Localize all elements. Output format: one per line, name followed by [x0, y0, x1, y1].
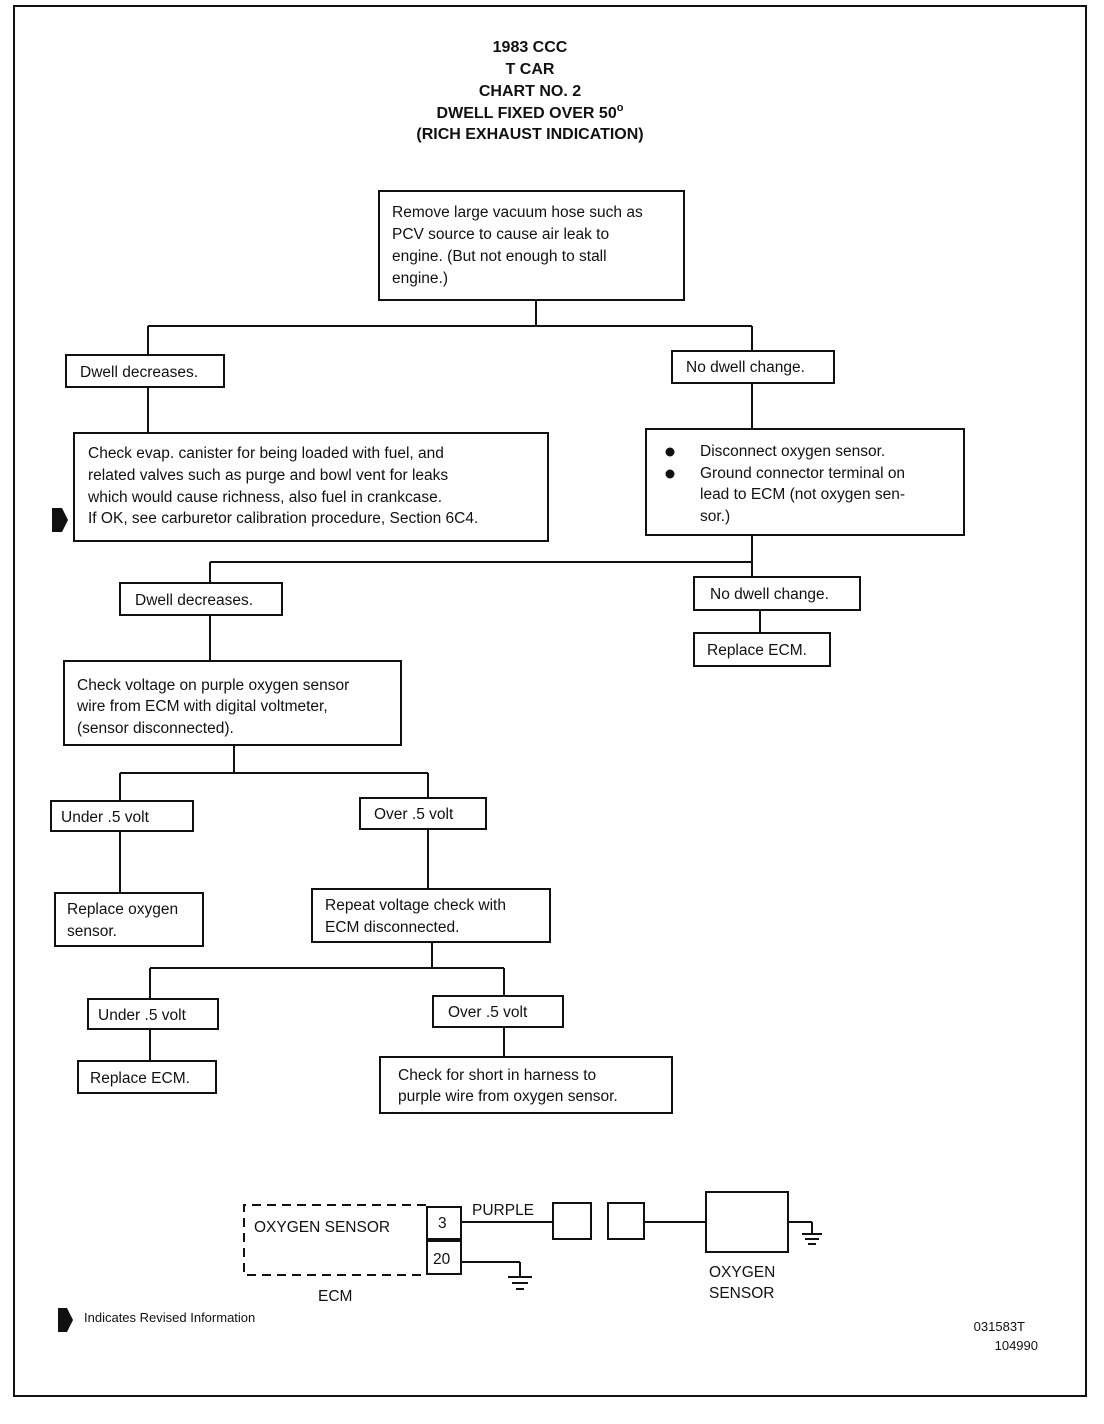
disconnect-line: lead to ECM (not oxygen sen- [700, 486, 905, 503]
svg-text:Over .5 volt: Over .5 volt [448, 1004, 528, 1021]
voltage-check-line: Check voltage on purple oxygen sensor [77, 677, 349, 694]
evap-check-line: which would cause richness, also fuel in… [87, 489, 442, 506]
disconnect-line: Disconnect oxygen sensor. [700, 443, 885, 460]
ecm-dashed-outline [243, 1204, 426, 1276]
bullet-icon [665, 447, 675, 457]
start-text-line: engine. (But not enough to stall [392, 248, 607, 265]
figure-code-1: 031583T [974, 1319, 1025, 1334]
result-over-half-volt-2: Over .5 volt [432, 995, 564, 1028]
check-short-box: Check for short in harness to purple wir… [379, 1056, 673, 1114]
replace-ecm-box-1: Replace ECM. [693, 632, 831, 667]
evap-check-line: related valves such as purge and bowl ve… [88, 467, 448, 484]
header-subtitle: (RICH EXHAUST INDICATION) [416, 126, 643, 143]
svg-text:Under .5 volt: Under .5 volt [61, 809, 150, 826]
voltage-check-line: (sensor disconnected). [77, 720, 234, 737]
result-dwell-decreases-1: Dwell decreases. [65, 354, 225, 388]
harness-connector-left [552, 1202, 592, 1240]
ecm-connector-label: OXYGEN SENSOR [254, 1219, 390, 1236]
chart-header: 1983 CCC T CAR CHART NO. 2 DWELL FIXED O… [416, 39, 643, 143]
voltage-check-line: wire from ECM with digital voltmeter, [76, 698, 328, 715]
svg-text:Under .5 volt: Under .5 volt [98, 1007, 187, 1024]
wiring-diagram: OXYGEN SENSOR 3 20 PURPLE ECM OXYGEN SEN… [243, 1191, 822, 1305]
voltage-check-box: Check voltage on purple oxygen sensor wi… [63, 660, 402, 746]
evap-canister-check-box: Check evap. canister for being loaded wi… [73, 432, 549, 542]
svg-text:Replace ECM.: Replace ECM. [90, 1070, 190, 1087]
check-short-line: Check for short in harness to [398, 1067, 596, 1084]
oxygen-sensor-label: OXYGEN [709, 1264, 775, 1281]
svg-text:Replace ECM.: Replace ECM. [707, 642, 807, 659]
disconnect-line: Ground connector terminal on [700, 465, 905, 482]
flow-connectors [119, 300, 761, 1061]
ground-icon [802, 1233, 822, 1245]
pin-20-label: 20 [433, 1251, 451, 1268]
replace-sensor-line: Replace oxygen [67, 901, 178, 918]
repeat-check-line: ECM disconnected. [325, 919, 459, 936]
svg-text:Dwell decreases.: Dwell decreases. [135, 592, 253, 609]
evap-check-line: If OK, see carburetor calibration proced… [88, 510, 478, 527]
oxygen-sensor-body [705, 1191, 789, 1253]
start-text-line: PCV source to cause air leak to [392, 226, 609, 243]
start-text-line: Remove large vacuum hose such as [392, 204, 643, 221]
ecm-label: ECM [318, 1288, 352, 1305]
svg-text:No dwell change.: No dwell change. [710, 586, 829, 603]
header-title-main: DWELL FIXED OVER 50 [437, 105, 617, 122]
harness-connector-right [607, 1202, 645, 1240]
ground-icon [508, 1276, 532, 1290]
replace-ecm-box-2: Replace ECM. [77, 1060, 217, 1094]
start-box: Remove large vacuum hose such as PCV sou… [378, 190, 685, 301]
purple-wire-label: PURPLE [472, 1202, 534, 1219]
result-under-half-volt-1: Under .5 volt [50, 800, 194, 832]
legend-text: Indicates Revised Information [84, 1310, 255, 1325]
legend-arrow-icon [58, 1308, 73, 1332]
disconnect-sensor-box: Disconnect oxygen sensor. Ground connect… [645, 428, 965, 536]
svg-text:Over .5 volt: Over .5 volt [374, 806, 454, 823]
result-dwell-decreases-2: Dwell decreases. [119, 582, 283, 616]
pin-3-label: 3 [438, 1215, 447, 1232]
start-text-line: engine.) [392, 270, 448, 287]
repeat-voltage-check-box: Repeat voltage check with ECM disconnect… [311, 888, 551, 943]
header-title: DWELL FIXED OVER 50o [437, 102, 624, 122]
page-border [13, 5, 1087, 1397]
header-year: 1983 CCC [493, 39, 568, 56]
repeat-check-line: Repeat voltage check with [325, 897, 506, 914]
oxygen-sensor-label: SENSOR [709, 1285, 774, 1302]
result-under-half-volt-2: Under .5 volt [87, 998, 219, 1030]
result-no-dwell-change-1: No dwell change. [671, 350, 835, 384]
result-over-half-volt-1: Over .5 volt [359, 797, 487, 830]
header-car: T CAR [506, 61, 555, 78]
evap-check-line: Check evap. canister for being loaded wi… [88, 445, 444, 462]
svg-text:Dwell decreases.: Dwell decreases. [80, 364, 198, 381]
bullet-icon [665, 469, 675, 479]
revised-info-arrow-icon [52, 508, 68, 532]
disconnect-line: sor.) [700, 508, 730, 525]
replace-sensor-line: sensor. [67, 923, 117, 940]
svg-text:No dwell change.: No dwell change. [686, 359, 805, 376]
check-short-line: purple wire from oxygen sensor. [398, 1088, 618, 1105]
figure-code-2: 104990 [995, 1338, 1038, 1353]
replace-oxygen-sensor-box: Replace oxygen sensor. [54, 892, 204, 947]
header-degree-sign: o [617, 102, 624, 114]
pin-20-box [426, 1240, 462, 1275]
result-no-dwell-change-2: No dwell change. [693, 576, 861, 611]
header-chart-number: CHART NO. 2 [479, 83, 581, 100]
